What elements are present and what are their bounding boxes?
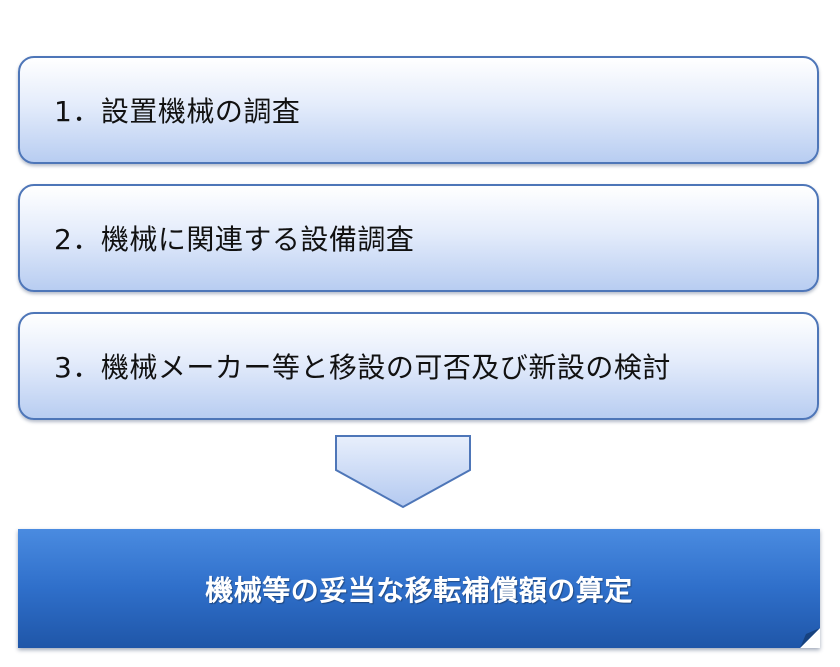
result-label: 機械等の妥当な移転補償額の算定 [205, 573, 633, 607]
step-box-2: 2．機械に関連する設備調査 [18, 184, 819, 292]
step-box-3: 3．機械メーカー等と移設の可否及び新設の検討 [18, 312, 819, 420]
result-box: 機械等の妥当な移転補償額の算定 [18, 529, 820, 648]
step-box-1: 1．設置機械の調査 [18, 56, 819, 164]
down-arrow-icon [335, 435, 471, 509]
step-label-3: 3．機械メーカー等と移設の可否及び新設の検討 [54, 351, 671, 384]
folded-corner-icon [800, 628, 820, 648]
step-label-2: 2．機械に関連する設備調査 [54, 223, 415, 256]
step-label-1: 1．設置機械の調査 [54, 95, 301, 128]
